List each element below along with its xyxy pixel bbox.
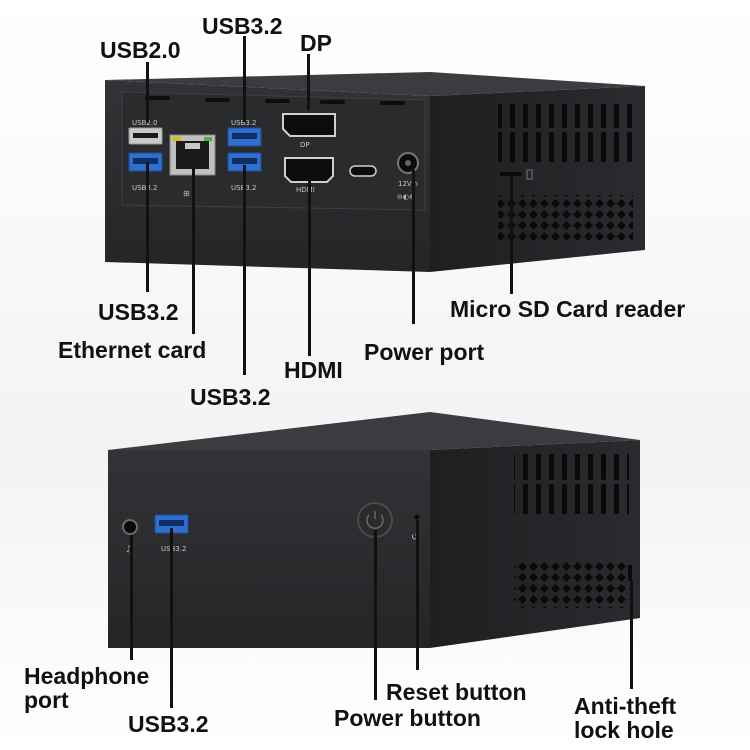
leader-front-usb32 <box>170 528 173 708</box>
dp-port <box>282 113 336 137</box>
label-usb32-bottom: USB3.2 <box>190 384 271 410</box>
print-usb32-left: USB3.2 <box>132 184 158 192</box>
side-vent-slots <box>498 104 633 162</box>
headphone-icon: ♫ <box>125 545 133 555</box>
label-hdmi: HDMI <box>284 357 343 383</box>
label-usb32-left: USB3.2 <box>98 299 179 325</box>
leader-micro-sd <box>510 176 513 294</box>
side-vent-grid <box>498 195 633 240</box>
front-device-top <box>108 412 640 450</box>
print-usb32-upper: USB3.2 <box>231 119 257 127</box>
reset-icon: ↺ <box>411 532 419 543</box>
leader-power-port <box>412 170 415 324</box>
print-usb20: USB2.0 <box>132 119 158 127</box>
power-icon <box>366 514 384 530</box>
leader-usb32-top <box>243 36 246 122</box>
leader-usb20 <box>146 62 149 122</box>
front-panel <box>108 450 430 648</box>
hdmi-port <box>284 157 334 183</box>
label-usb20: USB2.0 <box>100 37 181 63</box>
micro-sd-slot <box>500 172 522 176</box>
label-anti-theft: Anti-theft lock hole <box>574 693 677 743</box>
rear-device: ⊖◐⊕ ⊞ <box>105 72 645 272</box>
rear-device-top <box>105 72 645 96</box>
headphone-jack <box>122 519 138 535</box>
label-reset-button: Reset button <box>386 679 527 705</box>
front-side-vent-grid <box>514 560 629 608</box>
leader-anti-theft <box>630 581 633 689</box>
print-hdmi: HDMI <box>296 186 315 194</box>
label-usb32-top: USB3.2 <box>202 13 283 39</box>
io-plate <box>121 91 426 211</box>
print-12vin: 12Vin <box>398 180 418 188</box>
label-power-port: Power port <box>364 339 485 365</box>
print-front-usb32: USB3.2 <box>161 545 187 553</box>
label-micro-sd: Micro SD Card reader <box>450 296 686 322</box>
leader-hdmi <box>308 176 311 356</box>
reset-hole <box>414 514 420 520</box>
dc-polarity-icon: ⊖◐⊕ <box>397 193 415 201</box>
leader-ethernet <box>192 168 195 334</box>
ethernet-icon: ⊞ <box>183 189 190 198</box>
leader-power-button <box>374 530 377 700</box>
print-dp: DP <box>300 141 310 149</box>
front-device: ♫ ↺ <box>108 412 640 648</box>
label-ethernet: Ethernet card <box>58 337 207 363</box>
leader-usb32-bottom <box>243 165 246 375</box>
label-headphone: Headphone port <box>24 663 150 713</box>
label-power-button: Power button <box>334 705 481 731</box>
leader-dp <box>307 54 310 110</box>
lock-slot <box>628 565 632 581</box>
type-c-port <box>349 165 377 177</box>
label-dp: DP <box>300 30 332 56</box>
label-front-usb32: USB3.2 <box>128 711 209 737</box>
leader-headphone <box>130 535 133 660</box>
leader-usb32-left <box>146 162 149 292</box>
leader-reset <box>416 520 419 670</box>
front-side-vent-slots <box>514 454 629 514</box>
